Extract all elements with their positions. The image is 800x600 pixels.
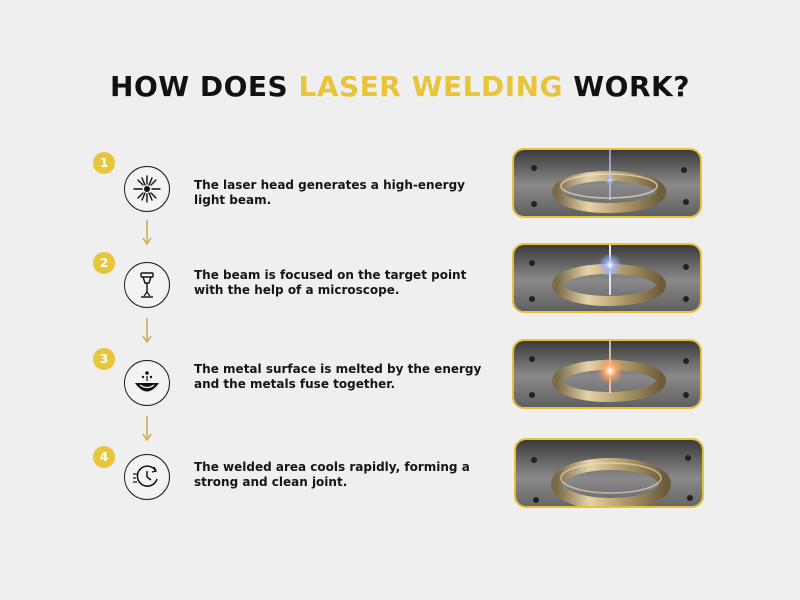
step-4-text: The welded area cools rapidly, forming a… — [194, 460, 470, 489]
step-1-text: The laser head generates a high-energy l… — [194, 178, 465, 207]
laser-burst-icon — [124, 166, 170, 212]
step-2-photo — [512, 243, 702, 313]
cooling-clock-icon — [124, 454, 170, 500]
title-part-1: HOW DOES — [110, 70, 299, 103]
step-3-photo — [512, 339, 702, 409]
step-1-photo — [512, 148, 702, 218]
step-4-photo — [514, 438, 704, 508]
step-3-badge: 3 — [93, 348, 115, 370]
page-title: HOW DOES LASER WELDING WORK? — [0, 70, 800, 103]
step-3-text: The metal surface is melted by the energ… — [194, 362, 482, 391]
step-2-badge: 2 — [93, 252, 115, 274]
microscope-focus-icon — [124, 262, 170, 308]
step-1-badge: 1 — [93, 152, 115, 174]
step-2-text: The beam is focused on the target point … — [194, 268, 467, 297]
arrow-down-icon — [142, 416, 152, 442]
title-highlight: LASER WELDING — [298, 70, 564, 103]
melting-metal-icon — [124, 360, 170, 406]
arrow-down-icon — [142, 220, 152, 246]
arrow-down-icon — [142, 318, 152, 344]
step-4-badge: 4 — [93, 446, 115, 468]
title-part-2: WORK? — [563, 70, 690, 103]
